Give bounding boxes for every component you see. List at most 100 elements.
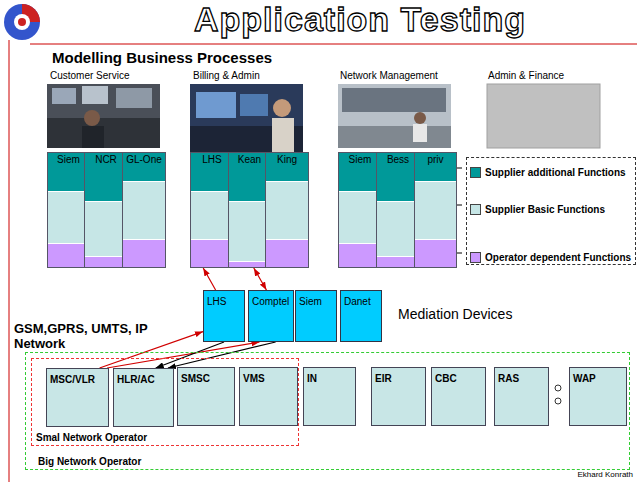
mediation-box: Danet — [340, 290, 382, 342]
function-band — [85, 256, 127, 268]
ellipsis-dots — [555, 385, 561, 404]
function-band — [415, 181, 456, 240]
dot — [555, 385, 561, 391]
monitor — [52, 88, 76, 104]
box-label: GL-One — [123, 153, 165, 166]
box-label: Siem — [339, 153, 381, 166]
legend-swatch — [470, 167, 481, 178]
function-band — [123, 239, 165, 268]
function-band — [85, 201, 127, 257]
function-band — [377, 256, 419, 268]
legend-swatch — [470, 252, 481, 263]
box-label: LHS — [207, 296, 226, 307]
network-element: HLR/AC — [113, 368, 174, 427]
logo-dot — [18, 18, 26, 26]
connector-arrow — [203, 268, 215, 290]
legend-text: Supplier additional Functions — [485, 167, 626, 178]
function-band — [191, 191, 233, 240]
network-element: VMS — [239, 367, 298, 426]
network-element: WAP — [569, 367, 627, 426]
photo — [47, 84, 160, 148]
monitor — [196, 92, 236, 118]
operator-region: Big Network OperatorSmal Network Operato… — [25, 352, 630, 470]
box-label: VMS — [243, 373, 265, 384]
legend-text: Supplier Basic Functions — [485, 204, 605, 215]
wall-screen — [342, 88, 446, 112]
function-band — [123, 181, 165, 240]
label: Customer Service — [50, 70, 129, 81]
logo-core — [14, 14, 30, 30]
photo-bg — [47, 84, 160, 148]
monitor — [116, 88, 152, 108]
label: Mediation Devices — [398, 306, 512, 322]
photo-bg — [190, 84, 303, 152]
function-band — [191, 239, 233, 268]
connector-arrow — [254, 268, 267, 290]
rule-line — [30, 44, 637, 45]
box-label: King — [266, 153, 308, 166]
function-band — [415, 239, 456, 268]
network-element: CBC — [431, 367, 486, 426]
connector-arrow — [156, 342, 224, 368]
function-band — [48, 191, 89, 244]
function-column: King — [265, 152, 309, 268]
rule-line — [9, 40, 10, 482]
function-band — [266, 181, 308, 240]
desk — [47, 118, 160, 148]
box-label: WAP — [573, 373, 596, 384]
person — [414, 112, 426, 124]
person — [84, 110, 100, 126]
box-label: IN — [307, 373, 317, 384]
box-label: Bess — [377, 153, 419, 166]
connector-arrow — [168, 342, 276, 368]
monitor — [240, 94, 268, 116]
box-label: LHS — [191, 153, 233, 166]
label: Network Management — [340, 70, 438, 81]
label: GSM,GPRS, UMTS, IP Network — [14, 321, 192, 351]
connector-arrow — [100, 332, 203, 368]
box-label: Danet — [344, 296, 371, 307]
logo-disc — [4, 4, 40, 40]
box-label: MSC/VLR — [50, 374, 95, 385]
legend-text: Operator dependent Functions — [485, 252, 631, 263]
box-label: CBC — [435, 373, 457, 384]
person — [413, 124, 427, 142]
box-label: EIR — [375, 373, 392, 384]
box-label: Siem — [48, 153, 89, 166]
network-element: MSC/VLR — [46, 368, 109, 427]
photo-placeholder — [487, 84, 600, 148]
function-column: GL-One — [122, 152, 166, 268]
photo-bg — [338, 84, 451, 148]
legend-row: Supplier additional Functions — [470, 163, 626, 176]
network-element: SMSC — [177, 367, 235, 426]
function-band — [266, 239, 308, 268]
box-label: Kean — [229, 153, 270, 166]
function-band — [229, 201, 270, 262]
legend-row: Supplier Basic Functions — [470, 200, 605, 213]
logo — [4, 4, 40, 40]
network-element: IN — [303, 367, 356, 426]
function-band — [377, 201, 419, 257]
legend-swatch — [470, 204, 481, 215]
box-label: HLR/AC — [117, 374, 155, 385]
mediation-box: Siem — [295, 290, 337, 342]
function-column: priv — [414, 152, 457, 268]
box-label: priv — [415, 153, 456, 166]
function-band — [339, 191, 381, 244]
network-element: EIR — [371, 367, 426, 426]
box-label: Siem — [299, 296, 322, 307]
label: Billing & Admin — [193, 70, 260, 81]
box-label: SMSC — [181, 373, 210, 384]
mediation-box: LHS — [203, 290, 245, 342]
legend-row: Operator dependent Functions — [470, 248, 631, 261]
person — [273, 99, 291, 117]
network-element: RAS — [494, 367, 549, 426]
monitor — [82, 86, 108, 104]
label: Modelling Business Processes — [52, 49, 272, 66]
title: Application Testing — [160, 0, 560, 39]
box-label: Comptel — [252, 296, 289, 307]
legend-box: Supplier additional FunctionsSupplier Ba… — [466, 157, 636, 265]
label: Ekhard Konrath — [577, 470, 633, 479]
photo — [190, 84, 303, 152]
